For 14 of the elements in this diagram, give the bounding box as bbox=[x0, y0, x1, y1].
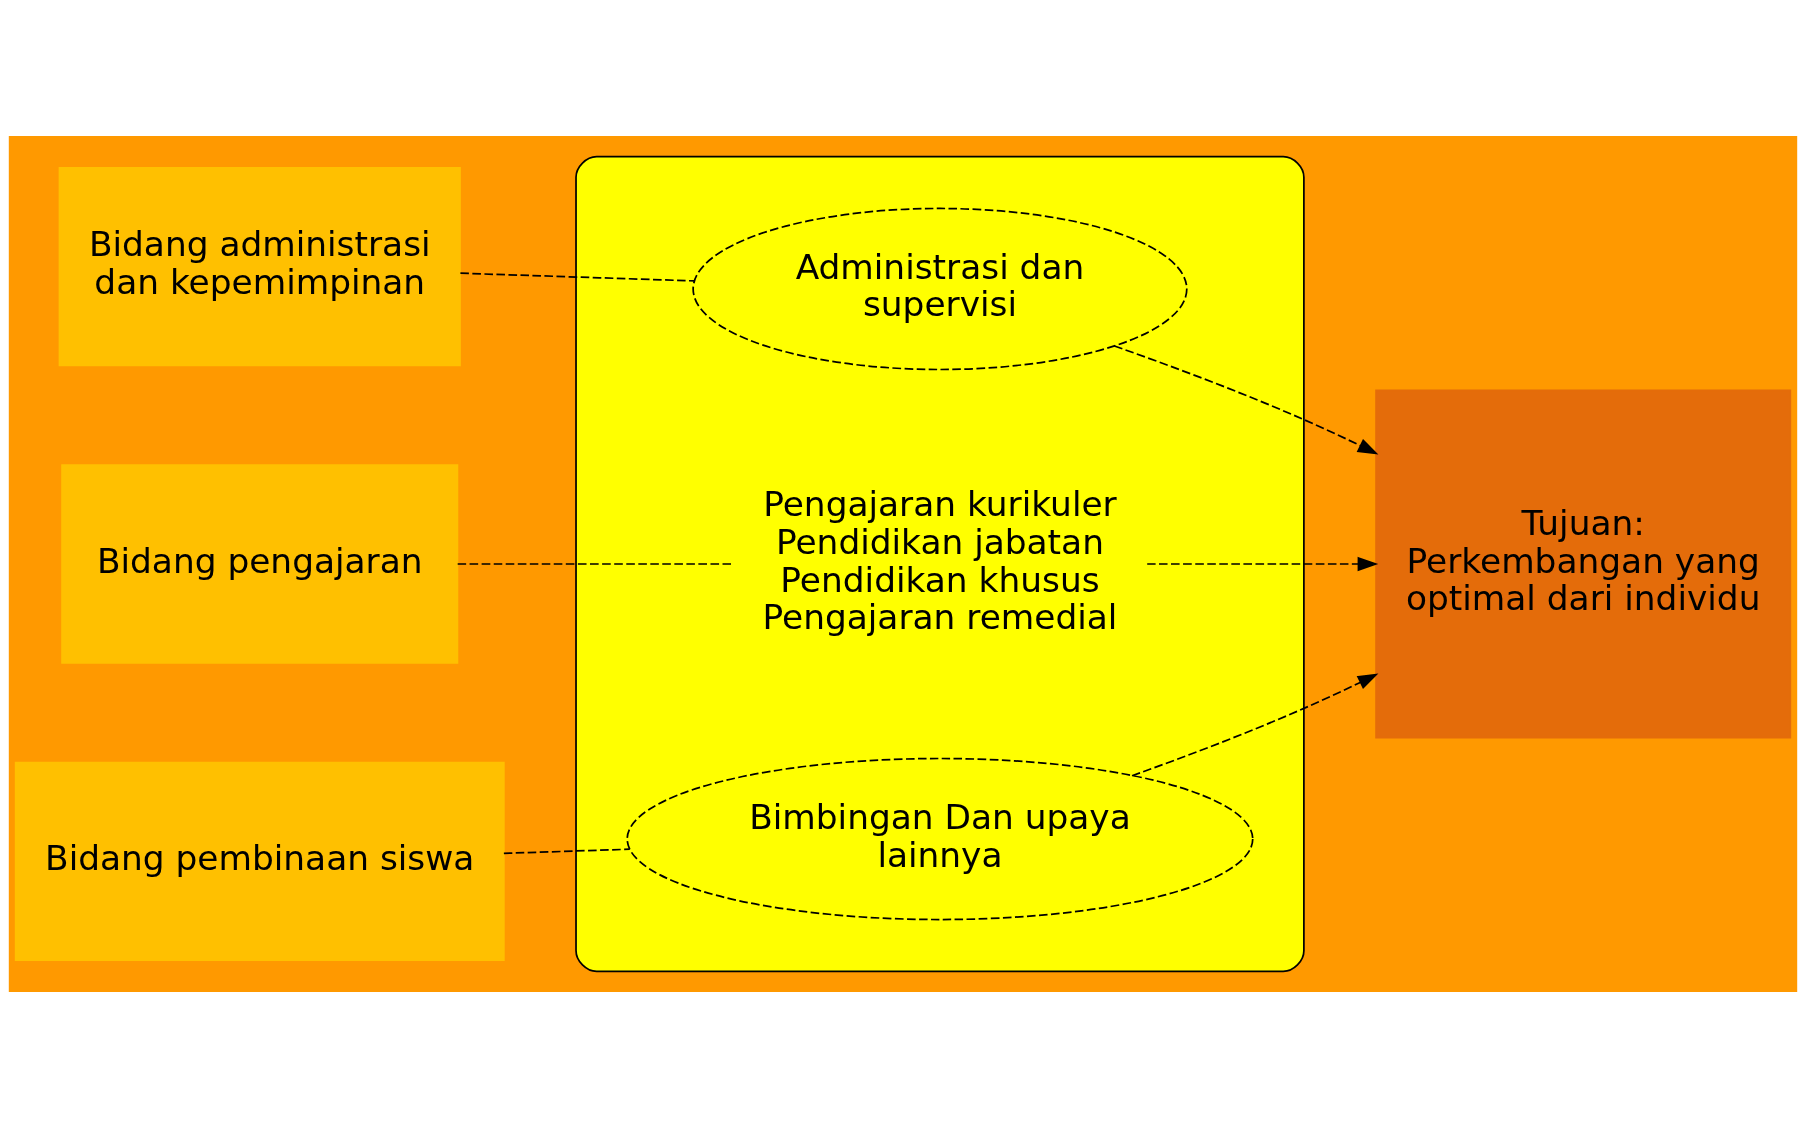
cluster bbox=[575, 155, 1305, 972]
arrow bbox=[1131, 673, 1379, 777]
node-ellipse: Administrasi dan supervisi bbox=[692, 207, 1188, 370]
node-text: Pengajaran kurikuler Pendidikan jabatan Pendidikan khusus Pengajaran remedial bbox=[762, 483, 1118, 637]
node-box: Bidang pengajaran bbox=[61, 463, 459, 664]
connector bbox=[503, 847, 631, 854]
node-box: Bidang administrasi dan kepemimpinan bbox=[58, 166, 461, 366]
node-box: Tujuan: Perkembangan yang optimal dari individu bbox=[1375, 389, 1792, 738]
node-ellipse: Bimbingan Dan upaya lainnya bbox=[626, 757, 1254, 920]
arrow bbox=[1113, 344, 1379, 454]
node-box: Bidang pembinaan siswa bbox=[14, 761, 505, 961]
arrow bbox=[1146, 556, 1379, 571]
connector bbox=[459, 271, 696, 282]
connector bbox=[456, 562, 734, 565]
